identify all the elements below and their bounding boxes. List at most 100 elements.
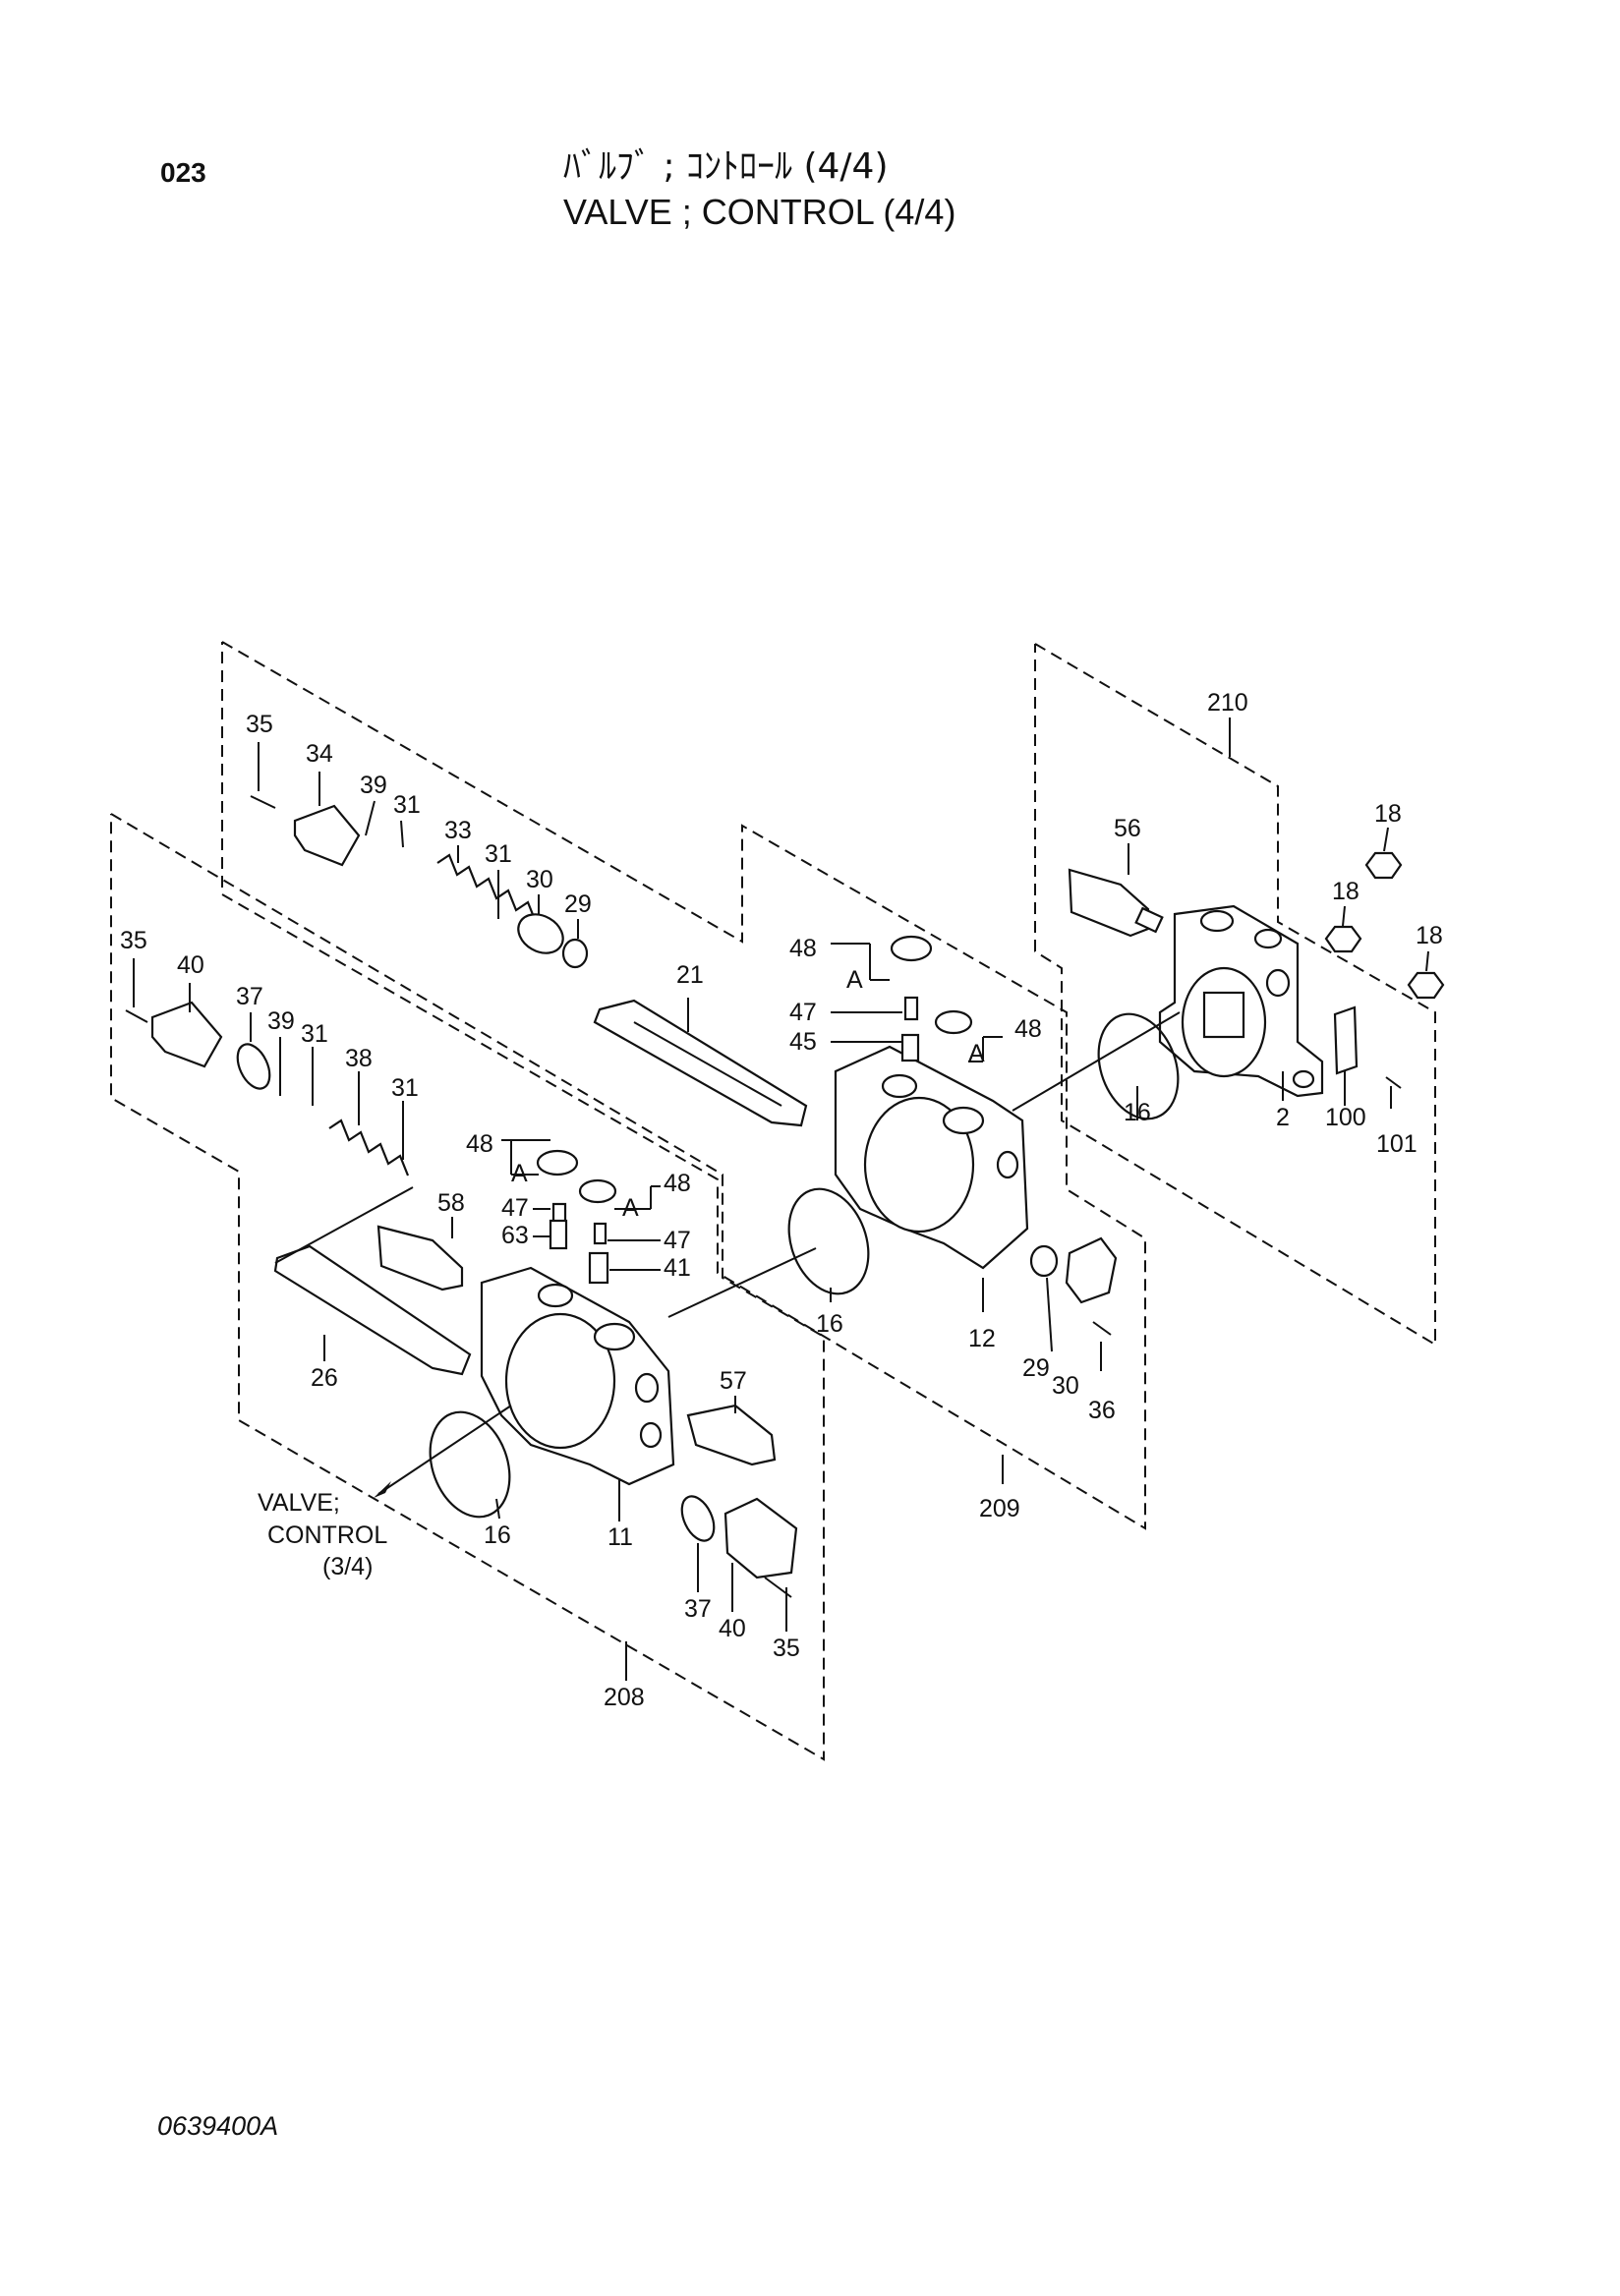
callout-labels: 210 56 18 18 18 2 100 101 16 35 34 39 31… [120,689,1443,1711]
callout-48: 48 [664,1170,691,1197]
callout-38: 38 [345,1045,373,1072]
callout-29: 29 [564,890,592,918]
callout-41: 41 [664,1254,691,1282]
callout-31: 31 [391,1074,419,1102]
callout-56: 56 [1114,815,1141,842]
cap-40-upper [150,1001,223,1068]
poppet-63 [549,1219,568,1250]
callout-34: 34 [306,740,333,768]
drawing-code: 0639400A [157,2111,279,2141]
callout-209: 209 [979,1495,1020,1522]
callout-18: 18 [1416,922,1443,949]
relief-valve-56 [1068,868,1164,938]
seal-29 [561,938,589,969]
callout-37: 37 [236,983,263,1010]
callout-31: 31 [301,1020,328,1048]
callout-37: 37 [684,1595,712,1623]
callout-A: A [511,1160,528,1187]
boundary-208 [110,813,825,1761]
valve-section-body-11 [480,1266,675,1486]
callout-47: 47 [501,1194,529,1222]
parts [125,795,1445,1598]
spring-38 [328,1119,410,1177]
callout-208: 208 [604,1684,645,1711]
callout-30: 30 [526,866,553,893]
callout-A: A [846,966,863,994]
callout-35: 35 [120,927,147,954]
valve-section-body-2 [1158,904,1324,1098]
o-ring-37-lower [680,1495,716,1542]
callout-21: 21 [676,961,704,989]
boundary-210 [1034,643,1436,1347]
callout-100: 100 [1325,1104,1366,1131]
callout-18: 18 [1374,800,1402,828]
callout-40: 40 [719,1615,746,1642]
poppet-41 [588,1251,609,1285]
o-ring-16-middle [787,1187,870,1295]
callout-12: 12 [968,1325,996,1352]
spring-47-left-b [593,1222,608,1245]
spring-47-upper [903,996,919,1021]
relief-valve-58 [376,1225,464,1292]
o-ring-16-left [429,1410,511,1519]
page-number: 023 [160,157,206,188]
callout-45: 45 [789,1028,817,1056]
callout-33: 33 [444,817,472,844]
cover-30-right [1065,1236,1118,1304]
callout-2: 2 [1276,1104,1290,1131]
ref-note-line1: VALVE; [258,1489,340,1517]
cap-34 [293,804,361,867]
o-ring-37-upper [236,1043,271,1090]
callout-63: 63 [501,1222,529,1249]
callout-48: 48 [466,1130,493,1158]
callout-101: 101 [1376,1130,1418,1158]
callout-210: 210 [1207,689,1248,717]
callout-48: 48 [1014,1015,1042,1043]
callout-18: 18 [1332,878,1360,905]
callout-35: 35 [773,1635,800,1662]
callout-36: 36 [1088,1397,1116,1424]
callout-A: A [968,1040,985,1067]
title-english: VALVE ; CONTROL (4/4) [563,192,956,232]
spring-33 [436,853,538,923]
plug-48-side [934,1009,973,1035]
callout-16: 16 [816,1310,843,1338]
assembly-boundaries [110,641,1436,1761]
callout-29: 29 [1022,1354,1050,1382]
boundary-spool-upper [221,641,1146,1530]
valve-section-body-12 [834,1045,1029,1270]
callout-35: 35 [246,711,273,738]
plug-48-upper [890,935,933,962]
callout-47: 47 [664,1227,691,1254]
callout-39: 39 [360,772,387,799]
ref-note-line2: CONTROL [267,1521,387,1549]
spool-21 [593,999,808,1127]
plug-48-left-upper [536,1149,579,1177]
plate-100 [1333,1005,1359,1075]
relief-valve-57 [686,1404,777,1466]
callout-16: 16 [484,1521,511,1549]
ref-note-line3: (3/4) [322,1553,373,1580]
leader-lines [133,718,1429,1681]
title-japanese: ﾊﾞﾙﾌﾞ ; ｺﾝﾄﾛｰﾙ (4/4) [563,146,889,187]
callout-47: 47 [789,999,817,1026]
o-ring-16-right [1097,1012,1180,1120]
nuts-18 [1324,851,1445,1000]
cap-40-lower [723,1497,798,1579]
bolt-35-upper [250,795,276,809]
callout-A: A [622,1194,639,1222]
spool-26 [273,1244,472,1376]
plug-48-left-side [578,1178,617,1204]
callout-39: 39 [267,1007,295,1035]
callout-58: 58 [437,1189,465,1217]
callout-57: 57 [720,1367,747,1395]
callout-48: 48 [789,935,817,962]
bolt-36 [1092,1321,1112,1336]
flange-30 [517,913,564,954]
bolt-35-middle [125,1009,148,1023]
callout-30: 30 [1052,1372,1079,1400]
poppet-45 [900,1033,920,1062]
callout-31: 31 [485,840,512,868]
callout-31: 31 [393,791,421,819]
